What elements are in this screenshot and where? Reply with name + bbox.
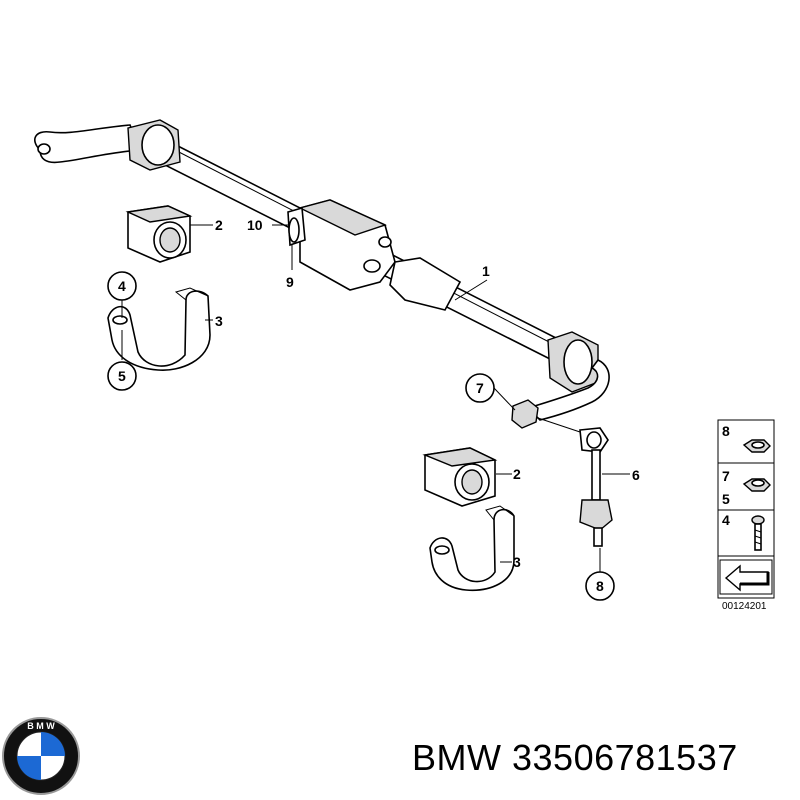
bmw-logo: B M W	[2, 717, 80, 795]
part-number: 33506781537	[512, 737, 738, 778]
callout-3-lower: 3	[513, 554, 521, 570]
nut-icon	[742, 439, 771, 453]
legend-label-7: 7	[722, 468, 730, 484]
brand-part-number: BMW 33506781537	[412, 737, 738, 779]
hardware-legend: 8 7 5 4 00124201	[717, 419, 775, 612]
callout-5: 5	[118, 368, 126, 384]
callout-2-upper: 2	[215, 217, 223, 233]
bracket-clamp-lower	[429, 505, 515, 592]
legend-label-8: 8	[722, 423, 730, 439]
stabilizer-link	[537, 417, 613, 547]
callout-7: 7	[476, 380, 484, 396]
callout-labels: 1 2 3 4 5 6 7 8 9 10 2 3	[107, 217, 640, 601]
brand-name: BMW	[412, 737, 502, 778]
arrow-icon	[719, 559, 773, 595]
callout-6: 6	[632, 467, 640, 483]
nut-on-bar	[511, 399, 539, 429]
callout-4: 4	[118, 278, 126, 294]
callout-circle-4	[107, 271, 137, 301]
bracket-clamp-upper	[107, 287, 211, 371]
callout-circle-7	[465, 373, 495, 403]
actuator-housing	[287, 199, 462, 311]
legend-label-5: 5	[722, 491, 730, 507]
legend-label-4: 4	[722, 512, 730, 528]
callout-9: 9	[286, 274, 294, 290]
bmw-logo-text: B M W	[27, 721, 55, 731]
bolt-icon	[751, 515, 765, 551]
callout-8: 8	[596, 578, 604, 594]
callout-3-upper: 3	[215, 313, 223, 329]
callout-circle-5	[107, 361, 137, 391]
rubber-bushing-upper	[125, 205, 193, 263]
callout-1: 1	[482, 263, 490, 279]
rubber-bushing-lower	[422, 447, 498, 507]
callout-2-lower: 2	[513, 466, 521, 482]
callout-circle-8	[585, 571, 615, 601]
leader-lines	[121, 224, 630, 575]
callout-10: 10	[247, 217, 263, 233]
nut-icon	[742, 478, 771, 492]
diagram-reference-code: 00124201	[722, 601, 767, 612]
